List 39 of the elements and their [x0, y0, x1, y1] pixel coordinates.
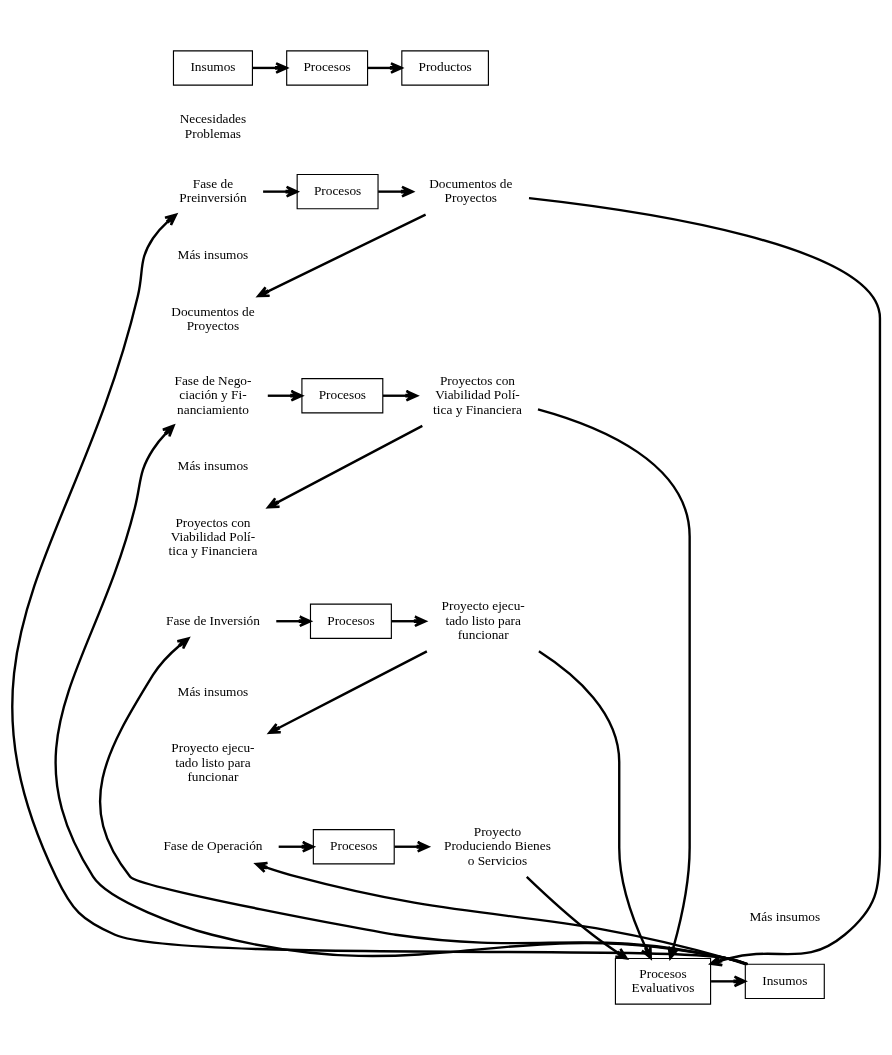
node-text: Documentos de Proyectos — [171, 303, 255, 333]
node-text: Proyectos con Viabilidad Polí- tica y Financiera — [433, 372, 522, 417]
label: Más insumos — [177, 246, 249, 262]
node-text: Fase de Preinversión — [179, 176, 247, 206]
node-text: Proyectos con Viabilidad Polí- tica y Financiera — [168, 514, 258, 559]
arrow — [252, 62, 288, 74]
node-box: Procesos — [312, 829, 395, 865]
label: Más insumos — [749, 909, 821, 925]
arrow — [391, 615, 427, 628]
node-text: Documentos de Proyectos — [429, 176, 513, 206]
node-box: Procesos — [296, 173, 379, 210]
node-box: Procesos — [301, 378, 384, 414]
node-box: Productos — [401, 50, 489, 86]
arrow — [394, 840, 430, 853]
node-box: Procesos — [286, 50, 369, 86]
arrow — [378, 185, 414, 198]
node-box: Insumos — [172, 50, 253, 86]
arrow — [278, 840, 315, 853]
arrow — [267, 389, 304, 402]
node-text: Proyecto ejecu- tado listo para funcionar — [171, 740, 255, 784]
node-box: Procesos — [309, 603, 392, 639]
arrow — [263, 185, 299, 198]
arrow — [268, 650, 428, 735]
node-text: Fase de Inversión — [166, 612, 260, 628]
arrow — [276, 615, 312, 628]
node-text: Fase de Nego- ciación y Fi- nanciamiento — [174, 372, 252, 417]
node-text: Proyecto Produciendo Bienes o Servicios — [444, 823, 551, 868]
label: Más insumos — [177, 683, 249, 699]
node-box: Procesos Evaluativos — [614, 957, 712, 1005]
arrow — [266, 424, 423, 509]
arrow — [711, 975, 747, 988]
label: Necesidades Problemas — [179, 111, 247, 141]
arrow — [383, 389, 419, 402]
node-box: Insumos — [744, 963, 825, 1000]
arrow — [367, 62, 403, 74]
node-text: Proyecto ejecu- tado listo para funcionar — [441, 598, 525, 643]
label: Más insumos — [177, 458, 249, 474]
arrow — [256, 213, 427, 298]
node-text: Fase de Operación — [163, 838, 263, 854]
